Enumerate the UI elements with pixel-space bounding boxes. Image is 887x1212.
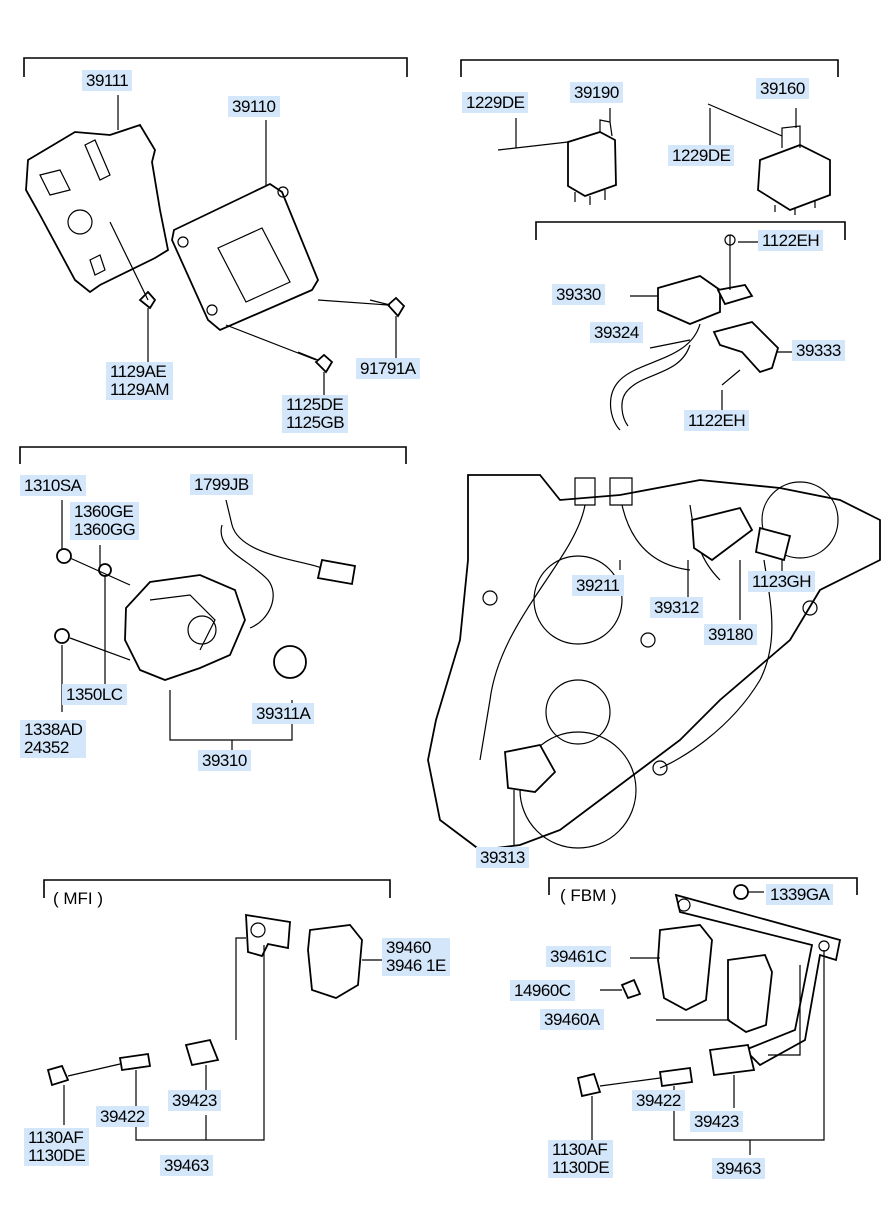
part-label-1310sa: 1310SA (20, 475, 86, 496)
map-sensor-part (610, 234, 798, 431)
part-label-39324: 39324 (590, 322, 643, 343)
fbm-solenoid-part (576, 884, 842, 1155)
distributor-part (54, 499, 357, 750)
relay-39160-part (707, 103, 831, 215)
part-label-1350lc: 1350LC (62, 684, 127, 705)
relay-39190-part (497, 108, 617, 205)
part-label-1123gh: 1123GH (748, 571, 816, 592)
part-label-39422-fbm: 39422 (632, 1090, 685, 1111)
part-label-39211: 39211 (572, 575, 624, 596)
part-label-1338: 1338AD 24352 (20, 720, 87, 758)
part-label-39460-mfi: 39460 3946 1E (382, 938, 450, 976)
part-label-39311a: 39311A (252, 703, 315, 724)
part-label-1229de-b: 1229DE (668, 145, 735, 166)
section-brackets (19, 57, 858, 898)
part-label-1122eh-a: 1122EH (758, 230, 824, 251)
mfi-section-title: ( MFI ) (53, 889, 104, 908)
leader-lines-top-left (109, 95, 397, 395)
part-label-39111: 39111 (82, 70, 133, 91)
ecu-bracket-part (25, 123, 170, 294)
part-label-1229de-a: 1229DE (462, 92, 529, 113)
part-label-39313: 39313 (476, 847, 529, 868)
part-label-39160: 39160 (756, 78, 809, 99)
part-label-39423-mfi: 39423 (168, 1090, 221, 1111)
part-label-39310: 39310 (198, 750, 251, 771)
part-label-39180: 39180 (704, 624, 757, 645)
engine-cover-part (427, 474, 881, 851)
part-label-1799jb: 1799JB (190, 474, 253, 495)
part-label-39463-fbm: 39463 (712, 1158, 765, 1179)
part-label-14960c: 14960C (510, 980, 575, 1001)
part-label-39330: 39330 (552, 284, 605, 305)
mfi-solenoid-part (46, 913, 382, 1141)
part-label-39460a: 39460A (540, 1009, 604, 1030)
part-label-91791a: 91791A (356, 358, 420, 379)
part-label-1360: 1360GE 1360GG (70, 502, 140, 540)
part-label-39190: 39190 (570, 82, 623, 103)
part-label-1339ga: 1339GA (766, 884, 834, 905)
part-label-39110: 39110 (228, 96, 280, 117)
part-label-39312: 39312 (650, 597, 703, 618)
part-label-1122eh-b: 1122EH (684, 410, 750, 431)
part-label-39333: 39333 (792, 340, 845, 361)
part-label-39423-fbm: 39423 (690, 1111, 743, 1132)
part-label-39461c: 39461C (546, 946, 611, 967)
ecu-part (171, 182, 320, 332)
part-label-1130-fbm: 1130AF 1130DE (548, 1140, 614, 1178)
part-label-1125: 1125DE 1125GB (282, 395, 349, 433)
part-label-39463-mfi: 39463 (160, 1155, 213, 1176)
part-label-39422-mfi: 39422 (96, 1106, 149, 1127)
fbm-section-title: ( FBM ) (560, 886, 617, 905)
part-label-1130-mfi: 1130AF 1130DE (24, 1128, 90, 1166)
part-label-1129: 1129AE 1129AM (106, 362, 174, 400)
